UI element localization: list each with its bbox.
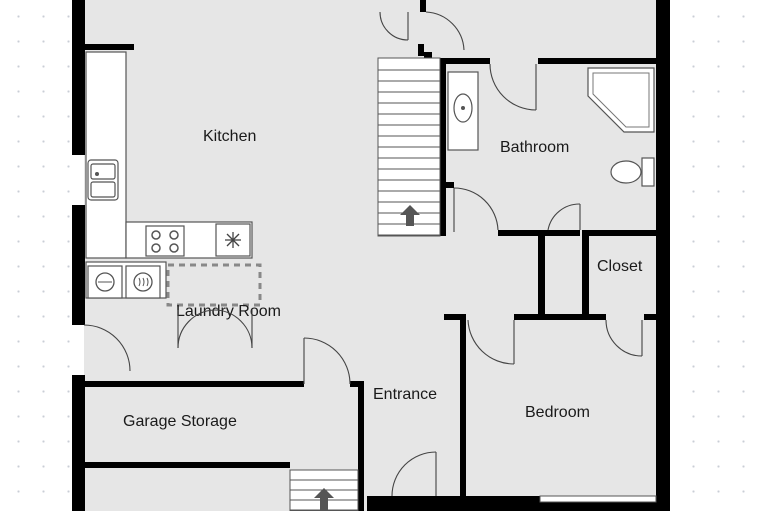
door-closet (547, 203, 581, 231)
door-bedroom (467, 319, 515, 365)
door-entrance (391, 451, 437, 497)
stair-arrow-icon-lower (314, 488, 334, 511)
stair-arrow-icon (400, 205, 420, 226)
door-bathroom-top (489, 63, 537, 111)
interior-walls (84, 0, 656, 511)
laundry-closet-outline (166, 263, 262, 307)
room-label-bedroom: Bedroom (525, 404, 590, 421)
room-label-closet: Closet (597, 258, 643, 275)
room-label-bathroom: Bathroom (500, 139, 569, 156)
door-garage-storage (303, 337, 351, 385)
toilet-icon (610, 157, 655, 187)
garage-opening (78, 325, 84, 375)
room-label-laundry: Laundry Room (176, 303, 281, 320)
door-laundry-bifold (177, 309, 253, 349)
sink-icon (87, 159, 119, 201)
room-label-garage-storage: Garage Storage (123, 413, 237, 430)
doors (83, 11, 643, 497)
door-top-entry (425, 11, 465, 51)
door-closet-lower (605, 319, 643, 357)
dryer-icon (125, 265, 161, 299)
bathroom-sink-icon (447, 71, 479, 151)
washer-icon (87, 265, 123, 299)
door-garage-side (83, 324, 131, 372)
room-label-entrance: Entrance (373, 386, 437, 403)
room-label-kitchen: Kitchen (203, 128, 256, 145)
door-bathroom-left (453, 187, 499, 232)
door-top-small (379, 11, 409, 41)
bedroom-window (539, 495, 657, 503)
freezer-icon (215, 223, 251, 257)
stove-icon (145, 225, 185, 257)
shower-icon (587, 67, 655, 133)
